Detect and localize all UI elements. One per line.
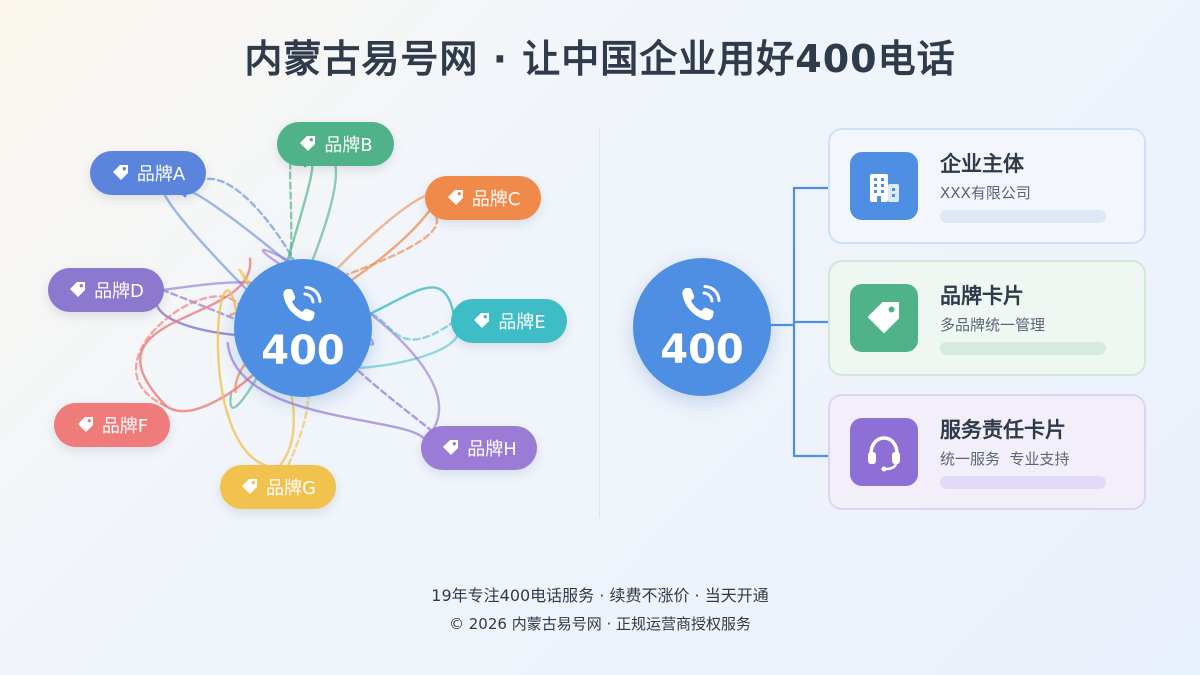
footer-tagline: 19年专注400电话服务 · 续费不涨价 · 当天开通 xyxy=(431,586,769,605)
card-placeholder-bar xyxy=(940,342,1106,355)
brand-pill-h: 品牌H xyxy=(421,426,537,470)
tag-icon xyxy=(77,417,93,432)
right-400-hub: 400 xyxy=(633,258,771,396)
card-icon-box xyxy=(850,284,918,352)
tag-icon xyxy=(70,282,86,297)
brand-pill-d: 品牌D xyxy=(48,268,164,312)
connection-line xyxy=(216,289,280,470)
hub-label: 400 xyxy=(261,328,345,374)
brand-pill-f: 品牌F xyxy=(54,403,170,447)
brand-label: 品牌D xyxy=(94,281,144,302)
hub-label: 400 xyxy=(660,327,744,373)
tag-icon xyxy=(443,440,459,455)
card-title: 品牌卡片 xyxy=(940,284,1024,308)
tag-icon xyxy=(868,302,899,333)
left-400-hub: 400 xyxy=(234,259,372,397)
brand-label: 品牌C xyxy=(471,189,521,210)
brand-pill-a: 品牌A xyxy=(90,151,206,195)
headset-icon xyxy=(868,436,900,472)
connection-line xyxy=(135,295,248,408)
brand-pill-b: 品牌B xyxy=(277,122,394,166)
card-enterprise: 企业主体 XXX有限公司 xyxy=(828,128,1146,244)
connection-line xyxy=(139,257,252,408)
card-icon-box xyxy=(850,418,918,486)
brand-label: 品牌F xyxy=(101,416,149,437)
card-subtitle: 统一服务 专业支持 xyxy=(940,450,1070,468)
building-icon xyxy=(870,174,899,202)
footer-copyright: © 2026 内蒙古易号网 · 正规运营商授权服务 xyxy=(448,615,752,633)
card-title: 服务责任卡片 xyxy=(940,418,1066,442)
card-brand: 品牌卡片 多品牌统一管理 xyxy=(828,260,1146,376)
tag-icon xyxy=(447,190,463,205)
page-title: 内蒙古易号网 · 让中国企业用好400电话 xyxy=(244,37,956,81)
brand-pill-e: 品牌E xyxy=(451,299,567,343)
brand-pill-c: 品牌C xyxy=(425,176,541,220)
card-service: 服务责任卡片 统一服务 专业支持 xyxy=(828,394,1146,510)
brand-pill-g: 品牌G xyxy=(220,465,336,509)
brand-label: 品牌A xyxy=(136,164,186,185)
connection-line xyxy=(226,341,427,442)
tag-icon xyxy=(474,313,490,328)
brand-label: 品牌G xyxy=(266,478,316,499)
card-icon-box xyxy=(850,152,918,220)
brand-label: 品牌H xyxy=(467,439,517,460)
brand-label: 品牌E xyxy=(498,312,546,333)
card-placeholder-bar xyxy=(940,476,1106,489)
phone-icon xyxy=(283,286,322,322)
tag-icon xyxy=(242,479,258,494)
card-title: 企业主体 xyxy=(940,152,1024,176)
card-placeholder-bar xyxy=(940,210,1106,223)
brand-label: 品牌B xyxy=(324,135,373,156)
phone-icon xyxy=(682,285,721,321)
tag-icon xyxy=(112,165,128,180)
section-divider xyxy=(599,128,600,518)
card-subtitle: 多品牌统一管理 xyxy=(940,316,1046,334)
tag-icon xyxy=(300,136,316,151)
card-subtitle: XXX有限公司 xyxy=(940,184,1031,202)
